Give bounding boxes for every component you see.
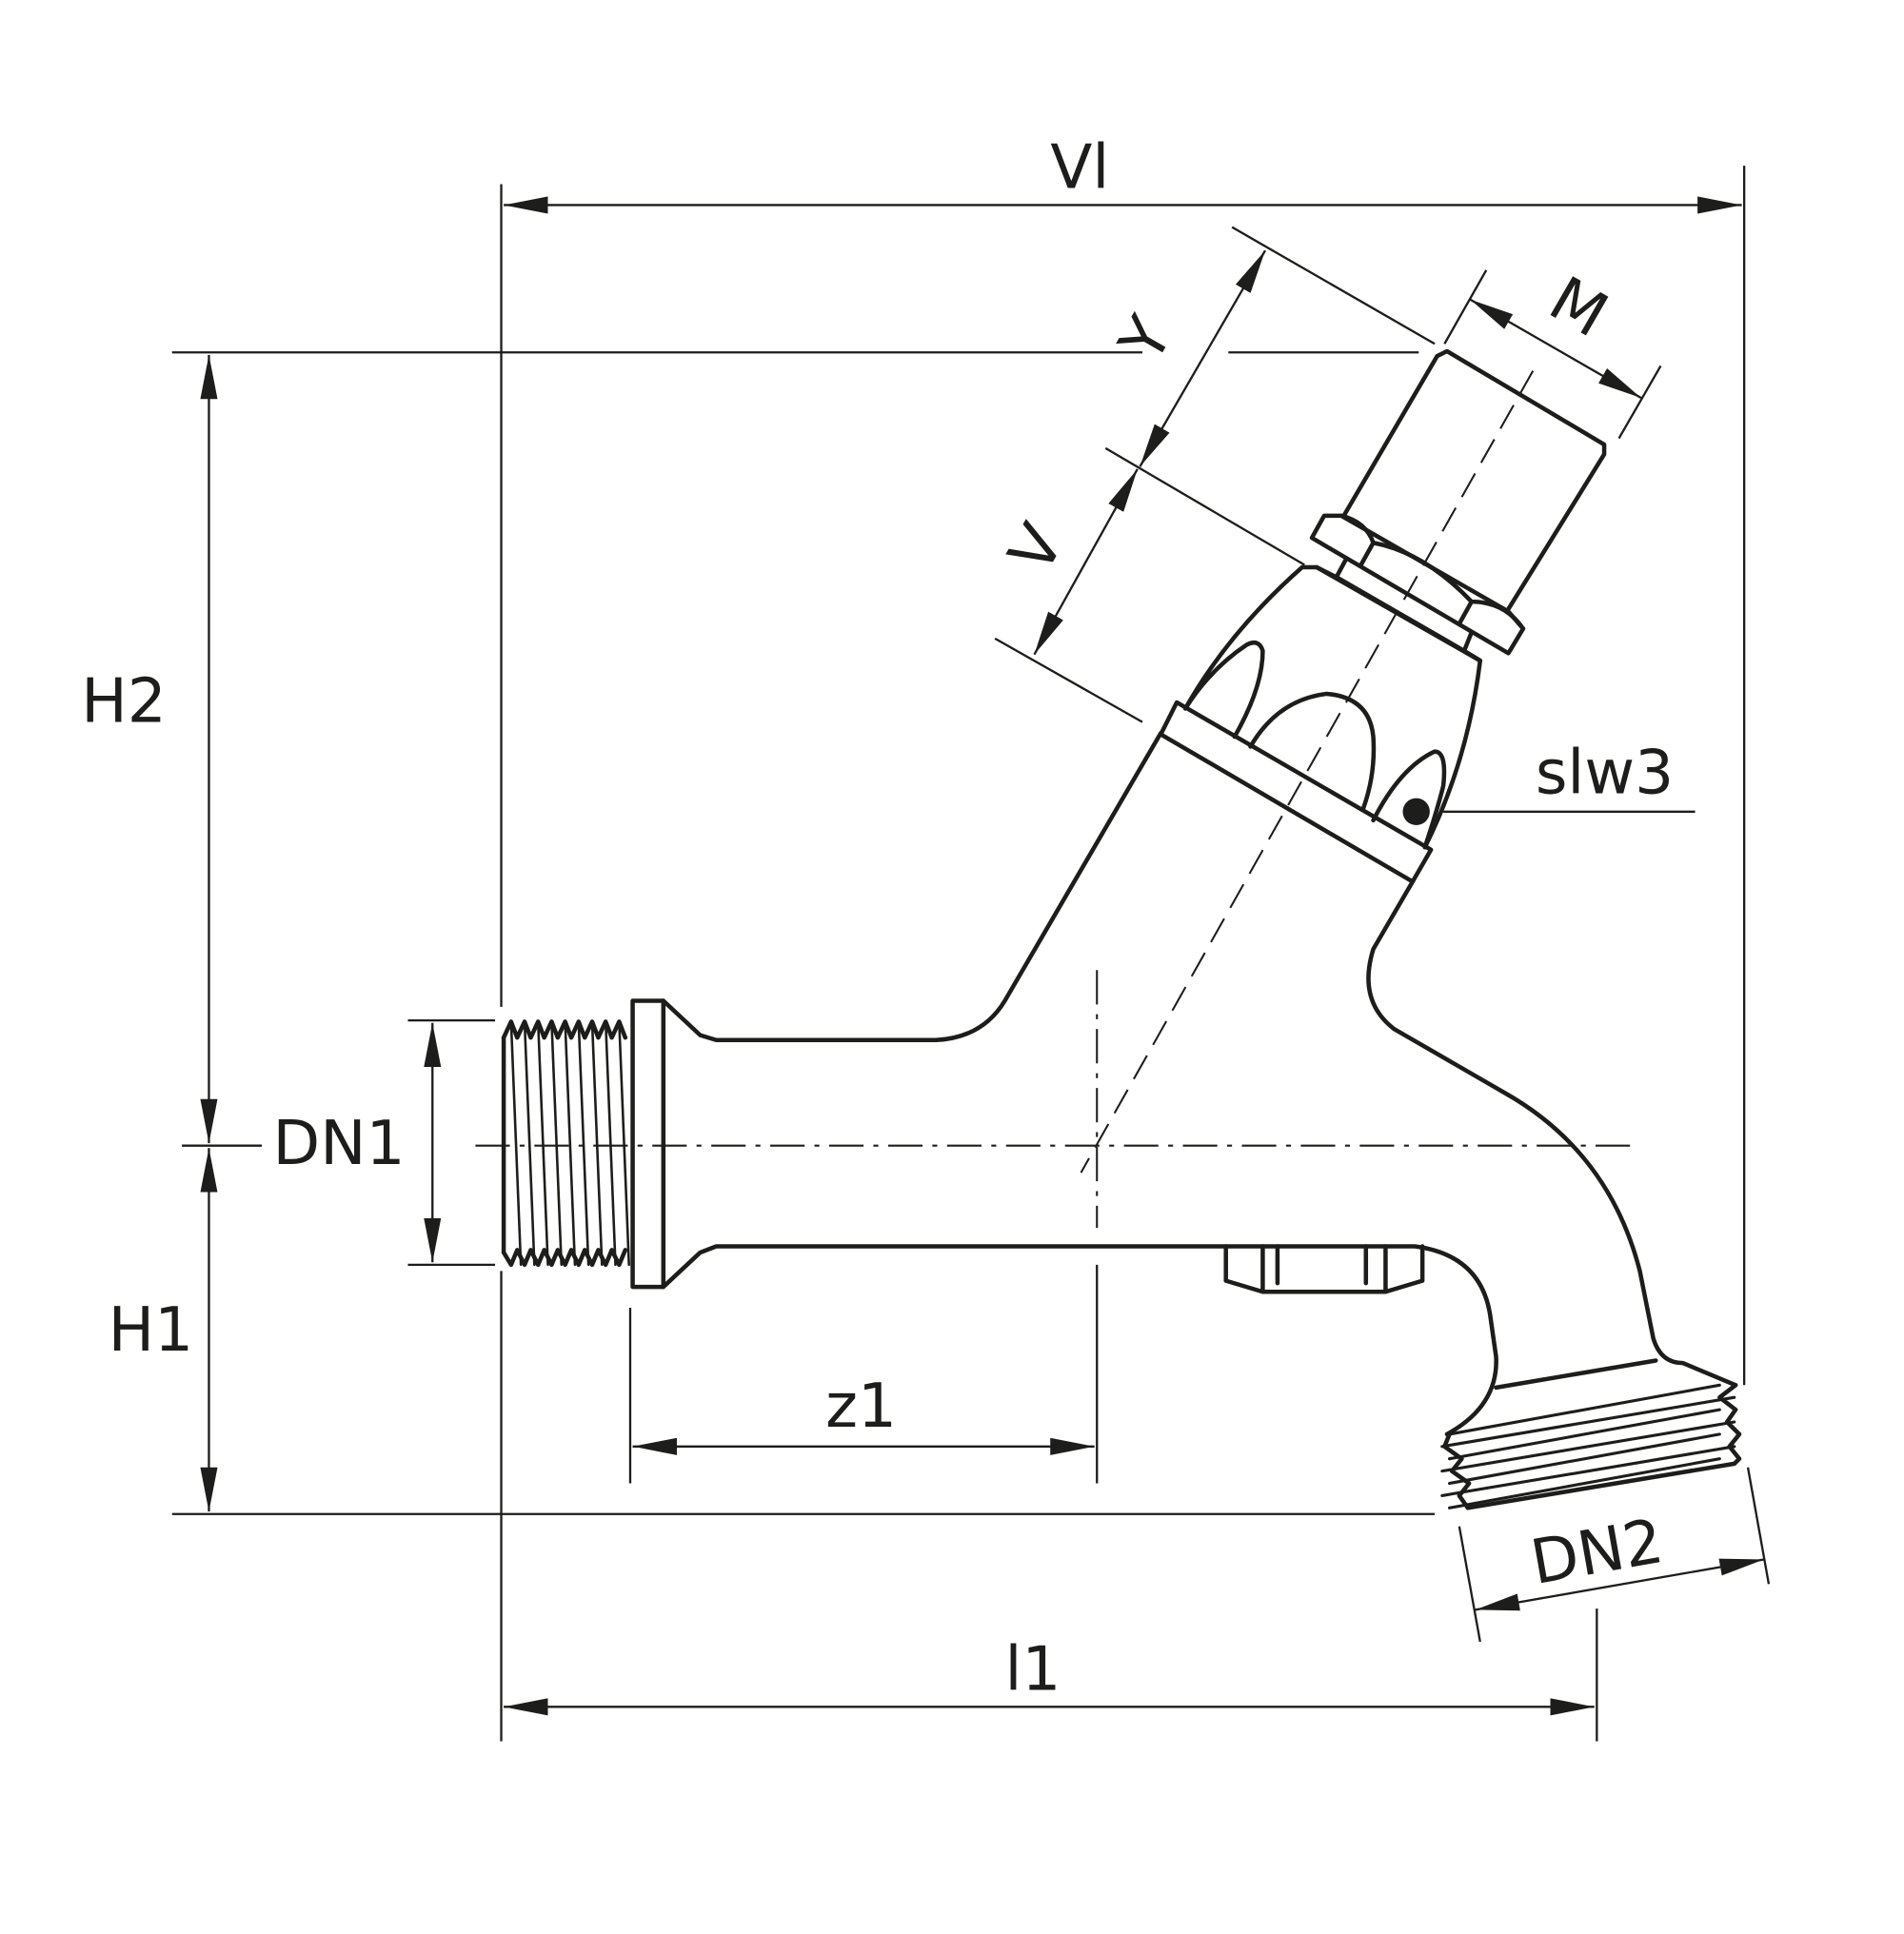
thread-line <box>1447 1457 1721 1510</box>
dim-m <box>1469 298 1642 400</box>
thread-line <box>604 1020 617 1267</box>
label-v: V <box>996 513 1079 585</box>
thread-line <box>1447 1408 1721 1461</box>
thread-edge <box>1442 1383 1742 1510</box>
slw3-marker-dot <box>1402 798 1430 825</box>
label-l1: l1 <box>1004 1633 1061 1705</box>
tap-body <box>501 348 1742 1510</box>
dim-dn2 <box>1475 1558 1764 1611</box>
dim-y <box>1139 249 1266 467</box>
thread-line <box>1440 1395 1736 1449</box>
extension-lines <box>171 166 1771 1742</box>
thread-line <box>618 1020 630 1267</box>
center-lines <box>475 370 1640 1229</box>
outlet-thread <box>1440 1383 1742 1510</box>
thread-edge <box>501 1019 628 1040</box>
dimension-lines <box>200 196 1764 1716</box>
label-dn2: DN2 <box>1526 1506 1669 1599</box>
thread-line <box>1447 1383 1721 1436</box>
thread-line <box>564 1020 577 1267</box>
label-y: Y <box>1105 305 1186 374</box>
thread-line <box>536 1020 549 1267</box>
label-vl: Vl <box>1050 131 1109 203</box>
thread-line <box>577 1020 590 1267</box>
label-slw3: slw3 <box>1536 737 1674 808</box>
dim-v <box>1033 468 1139 656</box>
label-z1: z1 <box>825 1371 897 1442</box>
label-h1: H1 <box>109 1294 194 1366</box>
thread-line <box>590 1020 604 1267</box>
thread-line <box>550 1020 564 1267</box>
thread-edge <box>501 1248 628 1268</box>
thread-line <box>1447 1432 1721 1486</box>
thread-line <box>509 1020 523 1267</box>
thread-line <box>523 1020 536 1267</box>
thread-line <box>1440 1445 1736 1497</box>
inlet-thread <box>501 1019 630 1268</box>
label-dn1: DN1 <box>273 1108 406 1179</box>
thread-line <box>1440 1420 1736 1473</box>
label-m: M <box>1537 264 1619 352</box>
label-h2: H2 <box>81 666 167 738</box>
